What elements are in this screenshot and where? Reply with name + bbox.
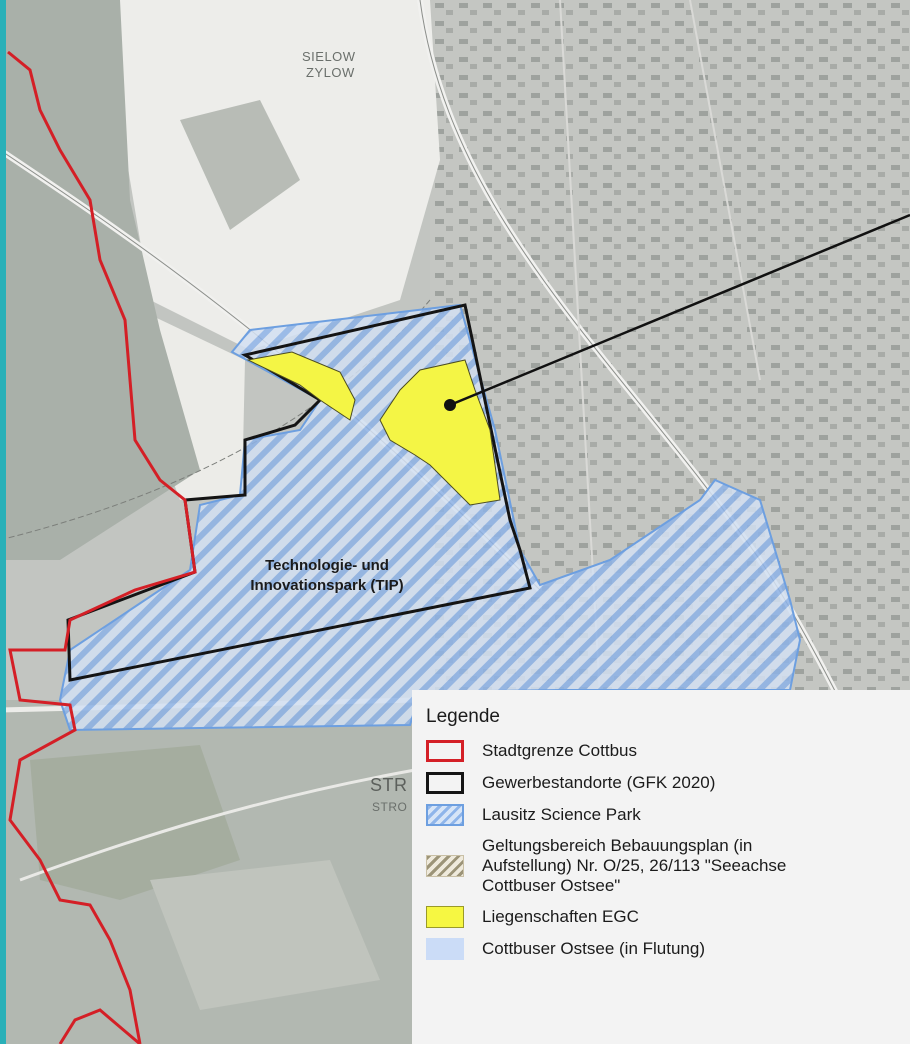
beige-hatched-swatch	[426, 855, 464, 877]
red-outline-swatch	[426, 740, 464, 762]
egc-property-west[interactable]	[246, 351, 356, 421]
legend-label-line: Cottbuser Ostsee"	[482, 876, 621, 895]
pointer-dot	[444, 399, 456, 411]
legend-label: Cottbuser Ostsee (in Flutung)	[482, 939, 705, 958]
city-border-line	[7, 50, 197, 1044]
road	[19, 768, 416, 882]
legend-label: Gewerbestandorte (GFK 2020)	[482, 773, 716, 792]
legend-item-ostsee: Cottbuser Ostsee (in Flutung)	[426, 938, 910, 960]
commercial-site-outline[interactable]	[66, 303, 532, 682]
field-patch	[150, 860, 380, 1010]
legend-item-egc-properties: Liegenschaften EGC	[426, 906, 910, 928]
black-outline-swatch	[426, 772, 464, 794]
road	[689, 0, 761, 381]
rail-line	[0, 299, 431, 541]
legend-item-science-park: Lausitz Science Park	[426, 804, 910, 826]
legend-item-city-border: Stadtgrenze Cottbus	[426, 740, 910, 762]
city-border-line-south	[58, 1008, 141, 1044]
tip-label: Technologie- und Innovationspark (TIP)	[222, 556, 432, 596]
accent-bar	[0, 0, 6, 1044]
road	[419, 0, 871, 761]
legend-label: Geltungsbereich Bebauungsplan (in Aufste…	[482, 836, 786, 896]
legend-panel: Legende Stadtgrenze Cottbus Gewerbestand…	[412, 690, 910, 1044]
yellow-fill-swatch	[426, 906, 464, 928]
blue-hatched-swatch	[426, 804, 464, 826]
legend-label: Lausitz Science Park	[482, 805, 641, 824]
legend-item-development-plan: Geltungsbereich Bebauungsplan (in Aufste…	[426, 836, 910, 896]
field-patch	[30, 745, 240, 900]
legend-label: Liegenschaften EGC	[482, 907, 639, 926]
map-label-str: STR	[370, 775, 408, 795]
legend-title: Legende	[426, 706, 500, 727]
tip-label-line2: Innovationspark (TIP)	[250, 577, 404, 594]
field-patch	[180, 100, 300, 230]
legend-item-commercial-sites: Gewerbestandorte (GFK 2020)	[426, 772, 910, 794]
forest-area	[0, 0, 200, 560]
legend-label-line: Geltungsbereich Bebauungsplan (in	[482, 836, 753, 855]
lightblue-fill-swatch	[426, 938, 464, 960]
legend-label-line: Aufstellung) Nr. O/25, 26/113 "Seeachse	[482, 856, 787, 875]
tip-label-line1: Technologie- und	[265, 557, 389, 574]
legend-label: Stadtgrenze Cottbus	[482, 741, 637, 760]
pointer-line	[449, 213, 910, 407]
map-label-zylow: ZYLOW	[306, 65, 355, 80]
map-label-stro: STRO	[372, 800, 408, 814]
map-label-sielow: SIELOW	[302, 49, 356, 64]
